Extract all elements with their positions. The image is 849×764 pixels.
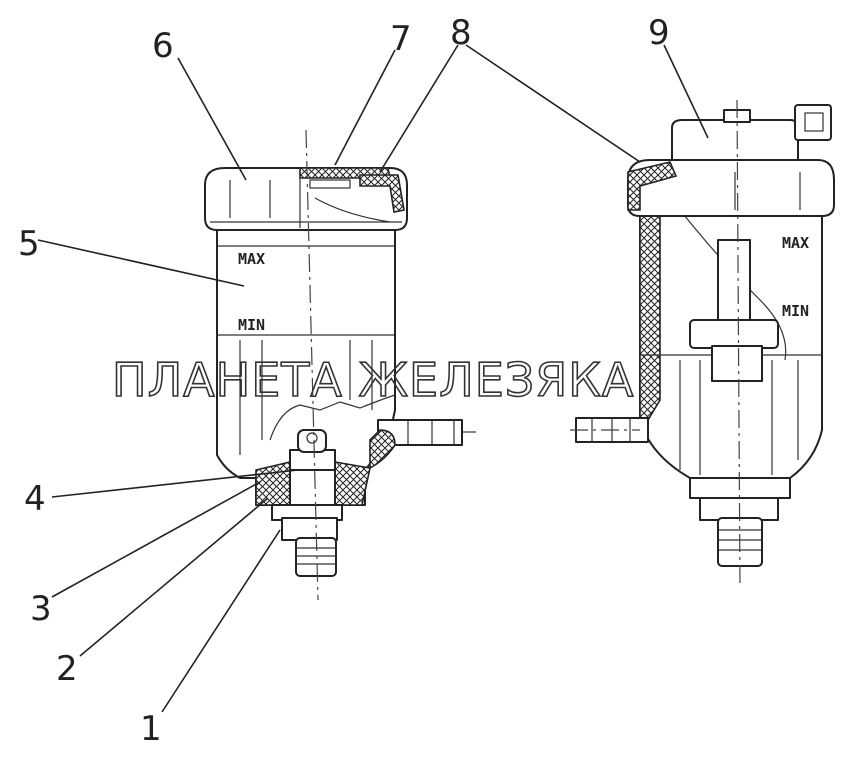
right-cap [671, 119, 799, 161]
right-min-mark: MIN [782, 302, 809, 320]
leader-lines [37, 44, 709, 713]
left-base-section [255, 460, 291, 506]
label-4: 4 [24, 479, 46, 519]
left-view: MAX MIN [204, 129, 476, 601]
label-3: 3 [30, 589, 52, 629]
label-5: 5 [18, 224, 40, 264]
label-9: 9 [648, 13, 670, 53]
right-lid [627, 159, 835, 217]
label-2: 2 [56, 649, 78, 689]
watermark-text: ПЛАНЕТА ЖЕЛЕЗЯКА [112, 353, 634, 407]
callout-labels: 6 7 8 9 5 4 3 2 1 [18, 13, 670, 749]
right-side-plug [794, 104, 832, 141]
left-min-mark: MIN [238, 316, 265, 334]
label-6: 6 [152, 26, 174, 66]
label-8: 8 [450, 13, 472, 53]
left-eye-bolt [297, 429, 327, 453]
right-view: MAX MIN [570, 99, 835, 586]
right-max-mark: MAX [782, 234, 809, 252]
left-max-mark: MAX [238, 250, 265, 268]
label-1: 1 [140, 709, 162, 749]
label-7: 7 [390, 19, 412, 59]
